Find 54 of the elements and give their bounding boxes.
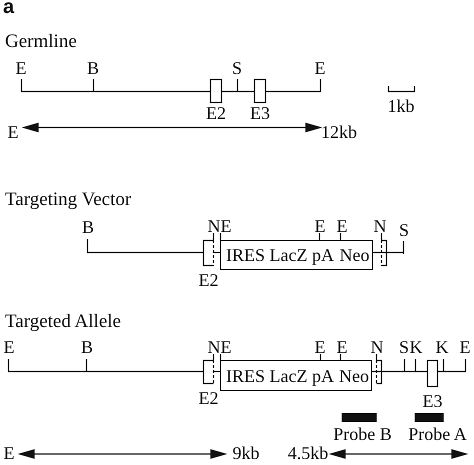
dna-line: [372, 370, 466, 373]
cassette-label: IRES LacZ pA: [226, 245, 334, 265]
restriction-site-label: N: [370, 337, 384, 357]
section-heading: Targeted Allele: [5, 311, 121, 332]
dna-line: [87, 251, 203, 254]
exon-label: E2: [198, 388, 218, 408]
restriction-site-label: S: [399, 337, 409, 357]
fragment-size-label: 4.5kb: [288, 443, 328, 463]
cassette-box: [220, 240, 338, 270]
restriction-site-label: E: [8, 122, 18, 142]
cassette-box: [220, 360, 338, 391]
fragment-size-label: 9kb: [232, 443, 260, 463]
restriction-site-label: E: [314, 216, 326, 236]
restriction-site-label: B: [87, 58, 99, 78]
scale-label: 1kb: [388, 96, 414, 116]
cassette-label: Neo: [339, 366, 369, 386]
probe-label: Probe B: [333, 425, 392, 443]
probe-label: Probe A: [408, 425, 467, 443]
restriction-site-label: E: [314, 337, 326, 357]
restriction-site-label: E: [16, 58, 26, 78]
exon-label: E3: [250, 103, 270, 123]
partial-exon-box: [376, 360, 382, 384]
restriction-site-label: E: [220, 337, 232, 357]
restriction-site-label: E: [336, 216, 348, 236]
section-heading: Germline: [5, 31, 77, 52]
restriction-site-label: K: [436, 337, 448, 357]
restriction-site-label: E: [4, 337, 14, 357]
exon-label: E2: [198, 270, 218, 290]
restriction-site-label: B: [81, 337, 93, 357]
restriction-site-label: S: [232, 58, 242, 78]
dna-line: [8, 370, 203, 373]
cassette-box: [337, 240, 373, 270]
restriction-site-label: B: [82, 217, 94, 237]
dna-line: [373, 251, 404, 254]
restriction-site-label: E: [460, 337, 470, 357]
restriction-site-label: E: [4, 443, 14, 463]
dna-line: [21, 90, 321, 93]
fragment-size-label: 12kb: [321, 122, 357, 142]
restriction-site-label: K: [410, 337, 422, 357]
exon-label: E2: [206, 103, 226, 123]
restriction-site-label: E: [336, 337, 348, 357]
cassette-label: IRES LacZ pA: [226, 366, 334, 386]
cassette-label: Neo: [340, 245, 370, 265]
panel-letter: a: [3, 0, 14, 14]
restriction-site-label: E: [220, 216, 232, 236]
exon-label: E3: [422, 391, 442, 411]
cassette-box: [337, 360, 372, 391]
restriction-site-label: N: [374, 216, 386, 236]
restriction-site-label: E: [314, 58, 326, 78]
restriction-site-label: S: [399, 220, 409, 240]
restriction-site-label: N: [208, 216, 220, 236]
section-heading: Targeting Vector: [5, 189, 132, 210]
restriction-site-label: N: [208, 337, 220, 357]
partial-exon-box: [381, 240, 387, 266]
